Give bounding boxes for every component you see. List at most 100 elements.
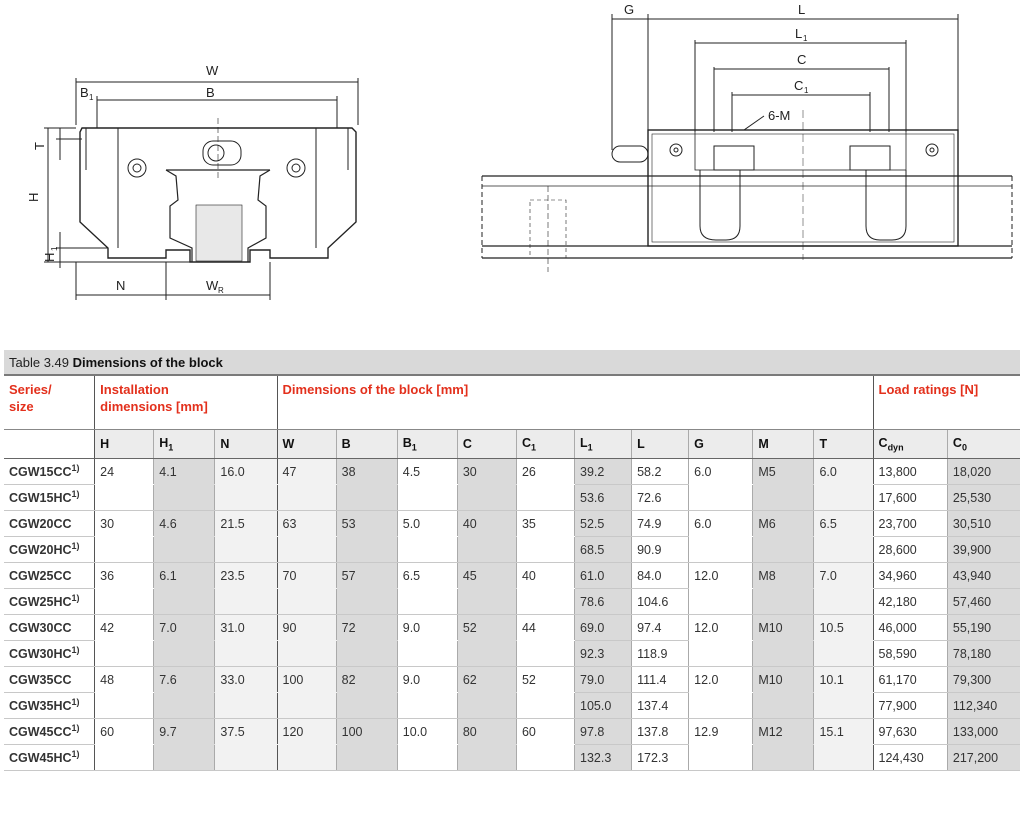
cell-t: [813, 744, 874, 771]
cell-h1: 9.7: [153, 718, 215, 745]
cell-b: 57: [335, 562, 398, 589]
cell-n: 21.5: [214, 510, 278, 537]
cell-l1: 53.6: [574, 484, 632, 511]
series-name-text: CGW35CC: [9, 672, 72, 687]
cell-cdyn: 124,430: [872, 744, 948, 771]
side-view-labels: G L L 1 C C 1 6-M: [624, 2, 809, 123]
cell-h1: [153, 692, 215, 719]
series-name-text: CGW45HC: [9, 751, 72, 766]
cell-c: 45: [456, 562, 517, 589]
front-view-labels: W B B 1 T H H 1 N W R: [26, 63, 224, 295]
cell-l: 137.4: [631, 692, 689, 719]
cell-w: [276, 744, 337, 771]
cell-h1: 6.1: [153, 562, 215, 589]
cell-b: 82: [335, 666, 398, 693]
cell-c1: 40: [515, 562, 575, 589]
cell-c: 62: [456, 666, 517, 693]
cell-l: 58.2: [631, 458, 689, 485]
cell-g: 12.0: [688, 614, 753, 641]
column-header-label: L: [580, 435, 588, 450]
cell-b: [335, 588, 398, 615]
cell-l: 104.6: [631, 588, 689, 615]
label-n: N: [116, 278, 125, 293]
cell-m: M10: [752, 614, 814, 641]
cell-t: 6.0: [813, 458, 874, 485]
series-name: CGW20CC: [4, 510, 95, 537]
cell-g: 6.0: [688, 458, 753, 485]
column-header: T: [813, 429, 874, 459]
cell-m: M5: [752, 458, 814, 485]
cell-c1: [515, 588, 575, 615]
column-header: L: [631, 429, 689, 459]
column-header-label: B: [402, 435, 412, 450]
cell-n: [214, 484, 278, 511]
column-header-label: C: [521, 435, 531, 450]
footnote-marker: 1): [71, 593, 80, 604]
cell-c0: 133,000: [946, 718, 1020, 745]
group-header-row: Series/ size Installation dimensions [mm…: [4, 375, 1020, 430]
cell-n: 33.0: [214, 666, 278, 693]
cell-t: [813, 640, 874, 667]
series-name: CGW15CC1): [4, 458, 95, 485]
cell-w: [276, 484, 337, 511]
cell-w: 63: [276, 510, 337, 537]
group-series: Series/ size: [4, 375, 95, 430]
cell-g: 12.9: [688, 718, 753, 745]
series-name-text: CGW20CC: [9, 516, 72, 531]
column-header-subscript: 1: [530, 442, 536, 453]
column-header-label: N: [220, 437, 230, 451]
group-block: Dimensions of the block [mm]: [276, 375, 874, 430]
column-header: H: [94, 429, 154, 459]
cell-c: 52: [456, 614, 517, 641]
cell-t: [813, 484, 874, 511]
cell-h: [94, 536, 154, 563]
cell-t: [813, 536, 874, 563]
column-header-label: L: [637, 437, 645, 451]
cell-t: 6.5: [813, 510, 874, 537]
cell-g: [688, 640, 753, 667]
cell-n: 16.0: [214, 458, 278, 485]
cell-c0: 78,180: [946, 640, 1020, 667]
series-name-text: CGW45CC: [9, 725, 72, 740]
cell-cdyn: 13,800: [872, 458, 948, 485]
cell-l: 118.9: [631, 640, 689, 667]
caption-title: Dimensions of the block: [72, 354, 223, 370]
cell-b: [335, 640, 398, 667]
cell-c1: [515, 536, 575, 563]
cell-l: 74.9: [631, 510, 689, 537]
cell-b: [335, 536, 398, 563]
label-h1: H: [42, 253, 57, 262]
cell-g: [688, 744, 753, 771]
cell-m: [752, 588, 814, 615]
cell-w: 47: [276, 458, 337, 485]
cell-b: 53: [335, 510, 398, 537]
cell-h: 42: [94, 614, 154, 641]
label-h: H: [26, 193, 41, 202]
group-installation: Installation dimensions [mm]: [94, 375, 278, 430]
cell-w: 120: [276, 718, 337, 745]
cell-c1: [515, 484, 575, 511]
label-b1: B: [80, 85, 89, 100]
cell-cdyn: 58,590: [872, 640, 948, 667]
series-name: CGW25HC1): [4, 588, 95, 615]
series-name: CGW20HC1): [4, 536, 95, 563]
cell-c0: 18,020: [946, 458, 1020, 485]
cell-b1: [396, 744, 458, 771]
label-b: B: [206, 85, 215, 100]
column-header: W: [276, 429, 337, 459]
cell-h: 24: [94, 458, 154, 485]
footnote-marker: 1): [71, 697, 80, 708]
cell-m: [752, 536, 814, 563]
cell-c: 40: [456, 510, 517, 537]
series-name: CGW45CC1): [4, 718, 95, 745]
cell-b1: [396, 588, 458, 615]
cell-h: [94, 640, 154, 667]
caption-prefix: Table 3.49: [9, 354, 73, 370]
cell-b1: 6.5: [396, 562, 458, 589]
cell-n: [214, 588, 278, 615]
